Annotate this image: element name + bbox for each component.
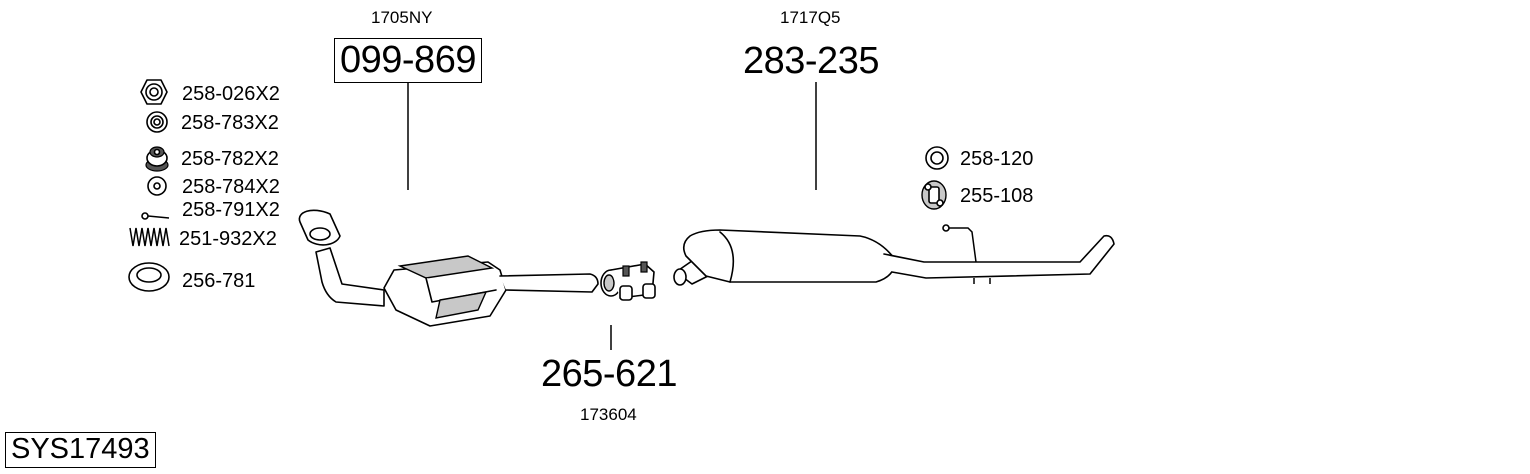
- system-code: SYS17493: [5, 432, 156, 468]
- silencer-part-number[interactable]: 283-235: [743, 40, 879, 82]
- catalytic-converter-drawing: [298, 209, 599, 327]
- kit-item-label[interactable]: 258-783X2: [181, 112, 279, 134]
- bolt-icon: [141, 212, 170, 220]
- connector-clamp-drawing: [600, 261, 656, 301]
- kit-item-label[interactable]: 258-784X2: [182, 176, 280, 198]
- silencer-ref-label: 1717Q5: [780, 8, 841, 27]
- washer-icon: [146, 111, 168, 133]
- ring-icon: [147, 176, 167, 196]
- catalytic-ref-label: 1705NY: [371, 8, 433, 27]
- mount-item-label[interactable]: 258-120: [960, 148, 1034, 170]
- kit-item-label[interactable]: 258-782X2: [181, 148, 279, 170]
- kit-item-label[interactable]: 258-026X2: [182, 83, 280, 105]
- spring-icon: [129, 227, 170, 247]
- kit-item-label[interactable]: 258-791X2: [182, 199, 280, 221]
- rubber-ring-icon: [925, 146, 949, 170]
- gasket-icon: [128, 262, 170, 292]
- kit-item-label[interactable]: 256-781: [182, 270, 256, 292]
- silencer-drawing: [673, 224, 1115, 286]
- connector-ref-label: 173604: [580, 405, 637, 424]
- rubber-mount-icon: [921, 180, 947, 210]
- connector-part-number[interactable]: 265-621: [541, 353, 677, 395]
- mount-item-label[interactable]: 255-108: [960, 185, 1034, 207]
- kit-item-label[interactable]: 251-932X2: [179, 228, 277, 250]
- nut-icon: [140, 79, 168, 105]
- catalytic-part-number[interactable]: 099-869: [334, 38, 482, 83]
- bush-icon: [145, 146, 169, 172]
